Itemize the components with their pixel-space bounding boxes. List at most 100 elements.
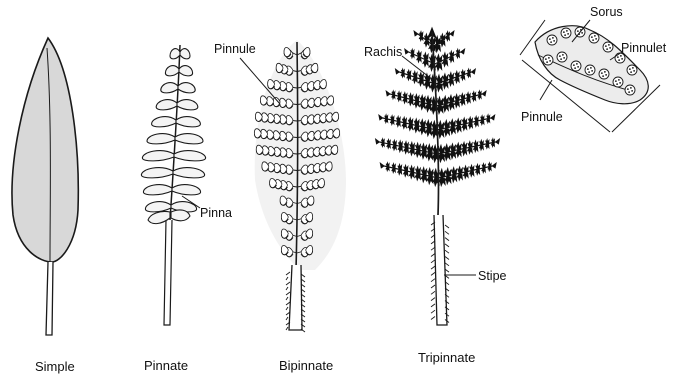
tripinnate-segment (397, 169, 401, 174)
rachis-label: Rachis (364, 45, 402, 59)
sorus-cluster (603, 42, 613, 52)
sporangium-dot (618, 59, 620, 61)
tripinnate-segment (415, 166, 420, 173)
sporangium-dot (559, 55, 561, 57)
tripinnate-segment (457, 173, 463, 180)
stipe-scale (445, 244, 449, 247)
tripinnate-segment (444, 120, 450, 128)
pinna-leaflet (178, 83, 195, 93)
tripinnate-segment (480, 140, 484, 145)
stipe-scale (286, 292, 290, 295)
sporangium-dot (601, 72, 603, 74)
tripinnate-segment (436, 54, 442, 62)
stipe-scale (431, 310, 435, 313)
tripinnate-segment (421, 143, 427, 151)
tripinnate-segment (415, 150, 421, 157)
sporangium-dot (629, 68, 631, 70)
stipe-scale (431, 285, 435, 288)
tripinnate-segment (390, 120, 394, 125)
tripinnate-segment (448, 95, 453, 102)
pinna-leaflet (172, 185, 201, 195)
stipe-scale (431, 254, 435, 257)
sporangium-dot (608, 44, 610, 46)
sorus-cluster (589, 33, 599, 43)
tripinnate-segment (457, 166, 462, 173)
tripinnate-segment (462, 124, 467, 131)
pinna-leaflet (170, 49, 180, 59)
tripinnate-segment (410, 54, 414, 59)
tripinnate-segment (470, 165, 474, 171)
tripinnate-segment (386, 91, 390, 96)
tripinnate-segment (381, 143, 384, 147)
sporangium-dot (550, 41, 552, 43)
tripinnate-segment (392, 168, 396, 173)
tripinnate-segment (384, 119, 387, 123)
sporangium-dot (552, 37, 554, 39)
tripinnate-segment (413, 125, 419, 132)
sporangium-dot (577, 30, 579, 32)
sporangium-dot (618, 79, 620, 81)
tripinnate-segment (446, 31, 450, 36)
stipe-scale (431, 272, 435, 275)
simple-leaf-stalk (46, 262, 53, 335)
tripinnate-segment (481, 115, 485, 120)
pinna-leaflet (175, 134, 203, 144)
tripinnate-segment (461, 149, 466, 156)
tripinnate-segment (496, 139, 500, 144)
sporangium-dot (620, 55, 622, 57)
stipe-scale (445, 238, 449, 241)
tripinnate-segment (402, 123, 407, 129)
tripinnate-segment (415, 143, 420, 150)
bipinnate-leaf-stipe (289, 265, 302, 330)
stipe-scale (445, 250, 449, 253)
tripinnate-segment (386, 167, 389, 171)
sporangium-dot (592, 39, 594, 41)
sporangium-dot (631, 90, 633, 92)
pinna-label: Pinna (200, 206, 232, 220)
tripinnate-segment (419, 36, 423, 41)
sporangium-dot (560, 58, 562, 60)
simple-caption: Simple (35, 359, 75, 374)
pinna-leaflet (156, 100, 177, 110)
tripinnate-segment (455, 150, 461, 157)
pinnule-label: Pinnule (214, 42, 256, 56)
tripinnate-segment (412, 77, 417, 83)
tripinnate-segment (450, 119, 456, 126)
sporangium-dot (563, 31, 565, 33)
tripinnate-segment (437, 121, 443, 129)
sporangium-dot (609, 47, 611, 49)
tripinnate-segment (414, 118, 419, 125)
tripinnate-segment (467, 69, 470, 73)
tripinnate-segment (487, 114, 490, 118)
sporangium-dot (548, 57, 550, 59)
sporangium-dot (604, 71, 606, 73)
tripinnate-segment (407, 75, 411, 80)
pinna-leaflet (141, 168, 173, 178)
stipe-scale (286, 327, 288, 330)
stipe-scale (445, 257, 449, 260)
tripinnate-segment (426, 120, 432, 128)
tripinnate-segment (471, 69, 475, 74)
stipe-scale (286, 297, 288, 300)
stipe-scale (286, 282, 290, 285)
tripinnate-segment (408, 99, 413, 105)
tripinnate-segment (414, 94, 419, 101)
sporangium-dot (564, 34, 566, 36)
pinnate-leaf-pinnae (141, 49, 205, 224)
tripinnate-segment (379, 115, 383, 120)
sporangium-dot (615, 80, 617, 82)
sorus-cluster (625, 85, 635, 95)
tripinnate-segment (420, 119, 426, 126)
stipe-scale (431, 291, 435, 294)
tripinnate-segment (463, 166, 468, 172)
sporangium-dot (590, 67, 592, 69)
tripinnate-segment (443, 53, 448, 60)
inset-pinnule-leader-line (540, 80, 552, 100)
stipe-scale (431, 304, 435, 307)
tripinnate-segment (405, 49, 409, 54)
tripinnate-segment (426, 176, 433, 184)
tripinnate-segment (456, 49, 459, 54)
tripinnate-segment (395, 69, 399, 74)
tripinnate-segment (404, 141, 409, 147)
